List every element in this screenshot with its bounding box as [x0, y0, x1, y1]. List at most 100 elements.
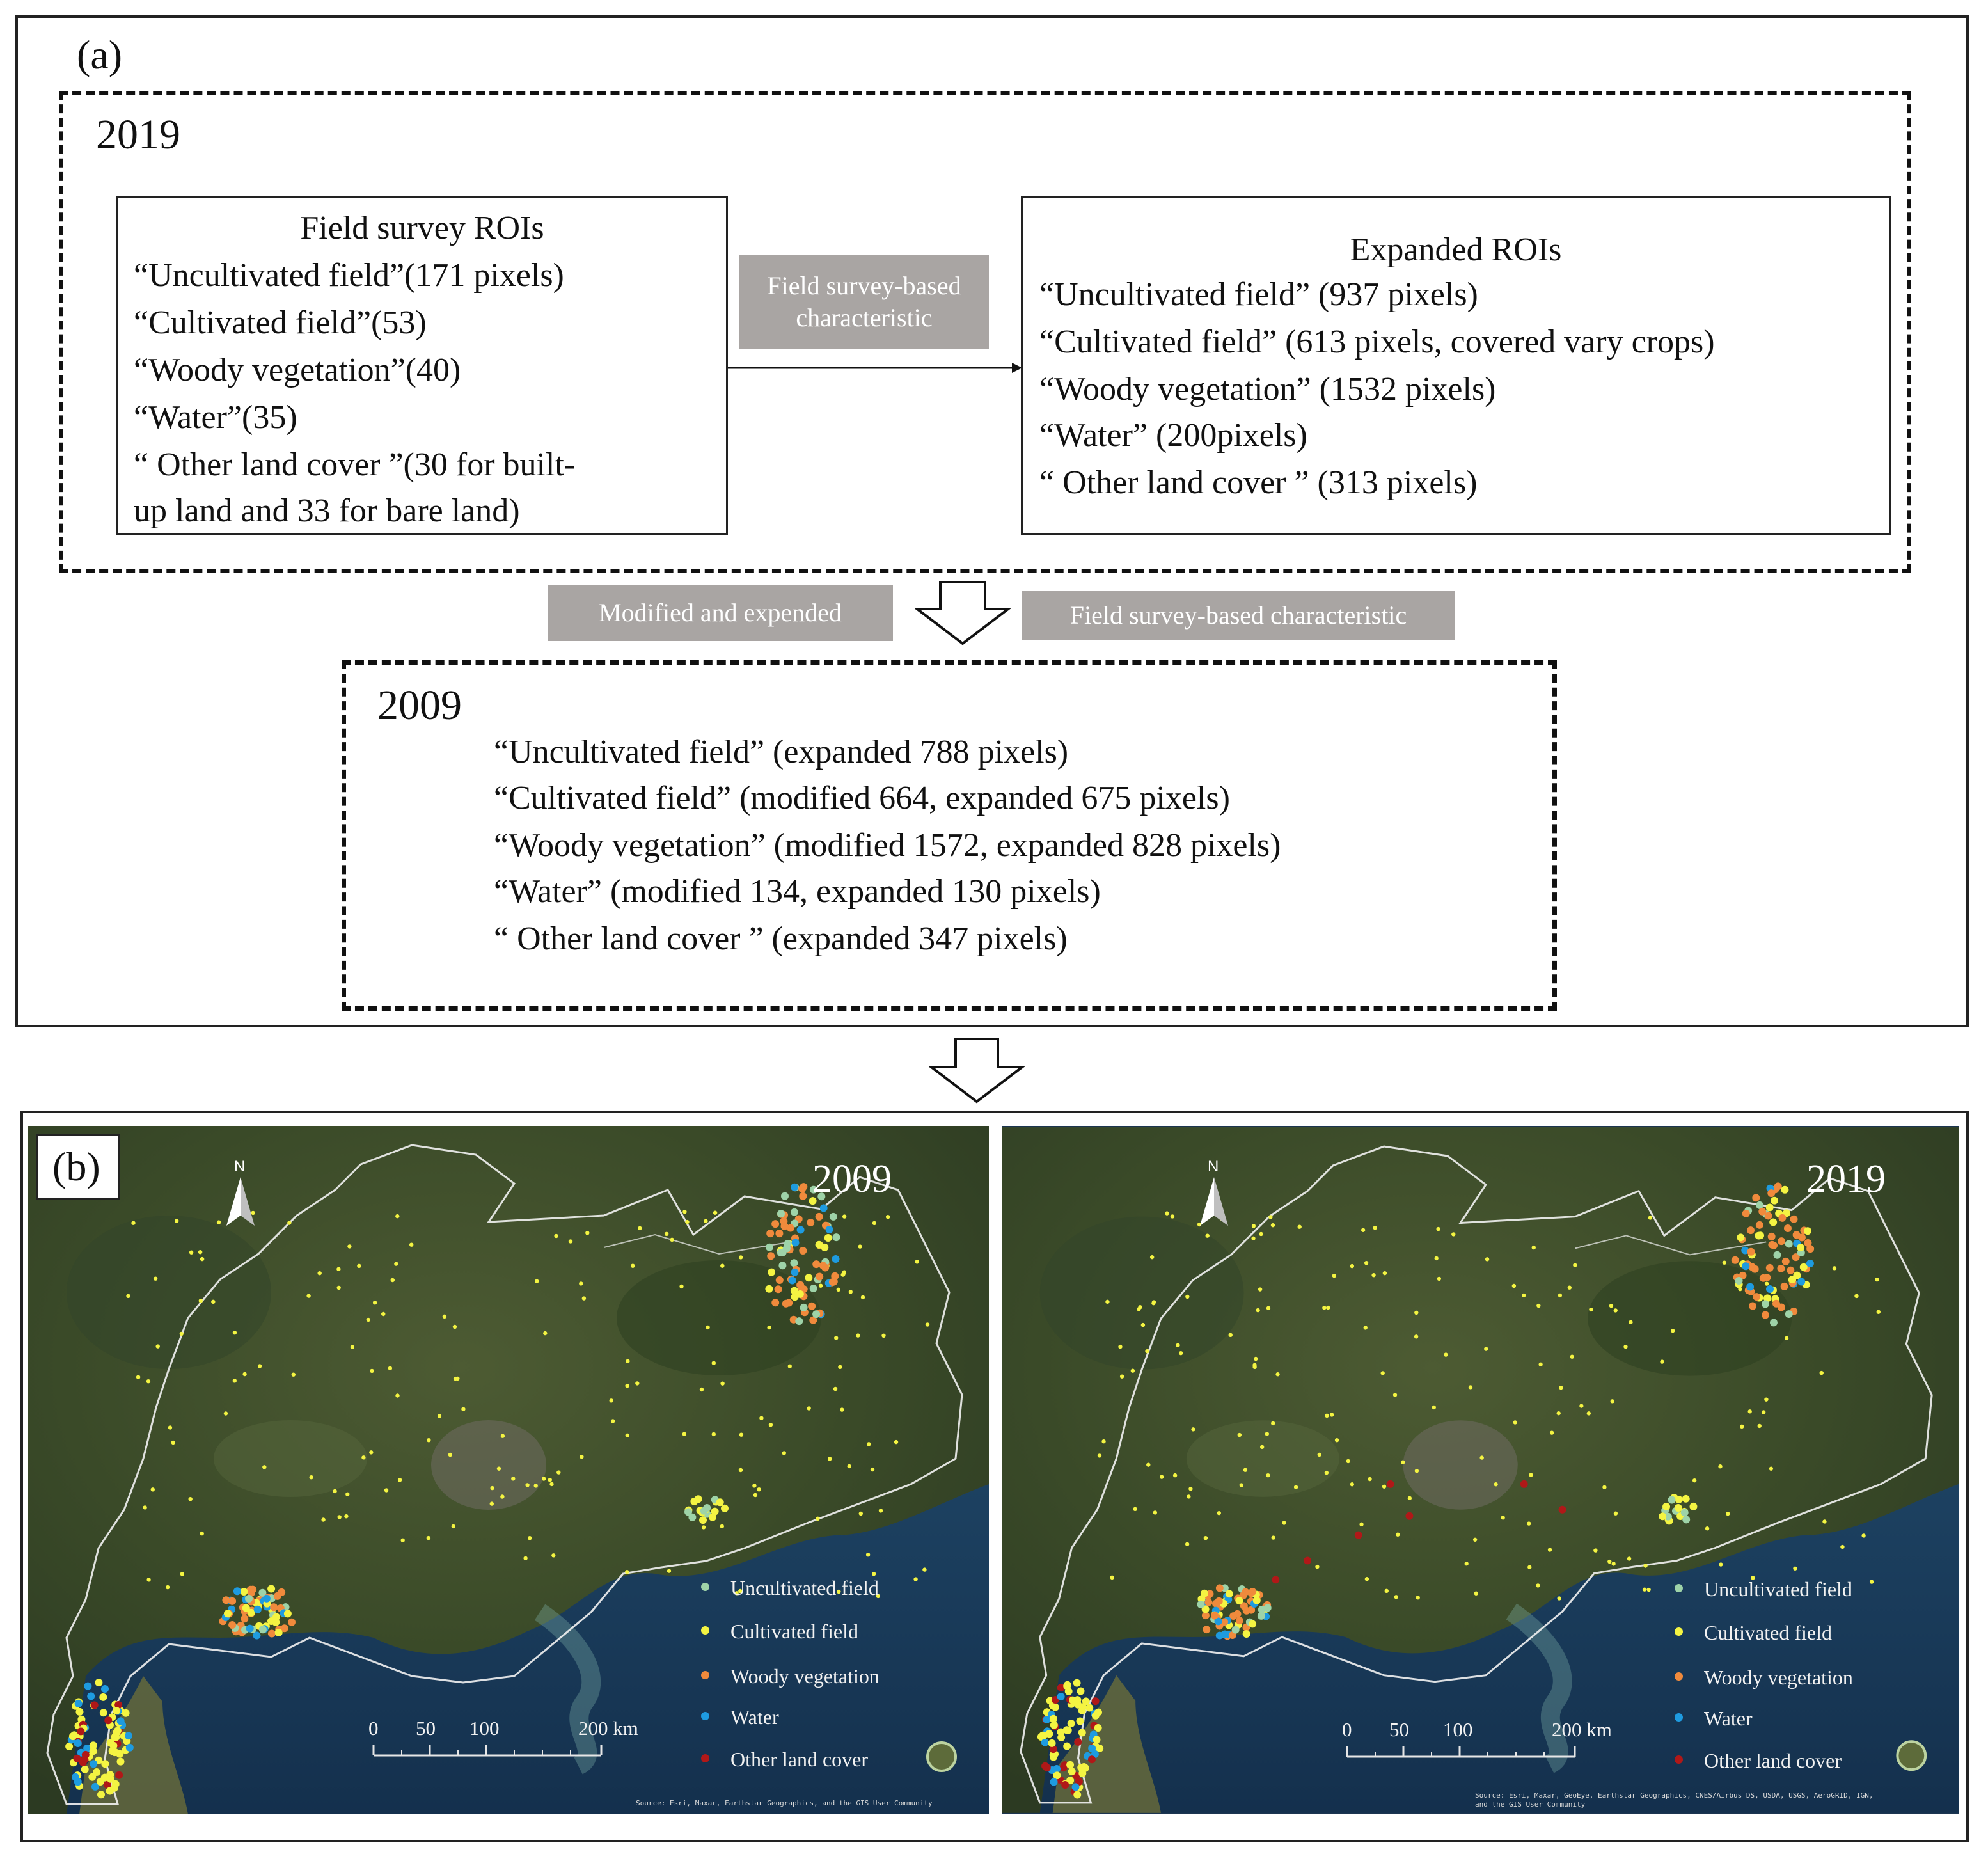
sample-point: [1076, 1717, 1084, 1725]
sample-point: [1239, 1483, 1243, 1487]
field-survey-line-other: “ Other land cover ”(30 for built-: [134, 447, 576, 483]
sample-point: [1130, 1368, 1135, 1373]
sample-point: [1648, 1216, 1653, 1220]
sample-point: [821, 1263, 830, 1272]
panel-b-label: (b): [52, 1144, 100, 1189]
sample-point: [336, 1285, 341, 1290]
sample-point: [1043, 1716, 1051, 1724]
sample-point: [809, 1197, 817, 1205]
sample-point: [790, 1287, 798, 1295]
sample-point: [381, 1311, 386, 1317]
sample-point: [116, 1750, 124, 1758]
sample-point: [283, 1610, 292, 1618]
sample-point: [1066, 1777, 1075, 1785]
sample-point: [1611, 1562, 1616, 1566]
scale-tick-100: 100: [469, 1717, 500, 1739]
sample-point: [800, 1303, 808, 1311]
sample-point: [89, 1741, 97, 1750]
panel-b-label-box: [36, 1134, 120, 1200]
sample-point: [796, 1290, 804, 1298]
sample-point: [1771, 1196, 1779, 1205]
sample-point: [1741, 1246, 1749, 1255]
sample-point: [114, 1701, 123, 1709]
sample-point: [253, 1605, 262, 1613]
sample-point: [241, 1615, 249, 1623]
expanded-line-woody: “Woody vegetation” (1532 pixels): [1039, 371, 1496, 408]
sample-point: [759, 1416, 764, 1420]
sample-point: [1322, 1306, 1327, 1310]
sample-point: [270, 1603, 278, 1612]
sample-point: [247, 1608, 255, 1617]
sample-point: [833, 1386, 838, 1391]
sample-point: [1451, 1232, 1456, 1237]
sample-point: [1185, 1542, 1190, 1546]
sample-point: [1780, 1282, 1788, 1290]
sample-point: [1787, 1266, 1795, 1274]
map-2019-credit-line2: and the GIS User Community: [1475, 1800, 1586, 1809]
sample-point: [796, 1281, 805, 1289]
sample-point: [1051, 1696, 1059, 1704]
sample-point: [1045, 1730, 1053, 1738]
sample-point: [1153, 1510, 1158, 1515]
sample-point: [1217, 1510, 1221, 1516]
sample-point: [667, 1569, 672, 1573]
sample-point: [1063, 1742, 1071, 1750]
sample-point: [262, 1594, 271, 1603]
sample-point: [1444, 1352, 1448, 1357]
sample-point: [828, 1278, 837, 1286]
sample-point: [1737, 1233, 1745, 1242]
sample-point: [664, 1231, 669, 1236]
legend-dot-woody: [701, 1671, 709, 1679]
sample-point: [309, 1475, 313, 1480]
sample-point: [679, 1284, 684, 1289]
sample-point: [1110, 1575, 1114, 1580]
sample-point: [188, 1497, 193, 1501]
sample-point: [1770, 1241, 1778, 1249]
sample-point: [1740, 1424, 1744, 1429]
sample-point: [1077, 1763, 1085, 1771]
sample-point: [791, 1268, 799, 1276]
north-arrow-icon: [1200, 1177, 1228, 1226]
sample-point: [258, 1626, 267, 1634]
sample-point: [752, 1484, 757, 1488]
sample-point: [81, 1765, 89, 1773]
sample-point: [1788, 1276, 1796, 1284]
sample-point: [709, 1513, 716, 1521]
sample-point: [838, 1365, 842, 1369]
sample-point: [832, 1255, 840, 1263]
panel-a-label: (a): [77, 32, 123, 77]
sample-point: [384, 1488, 389, 1493]
map-2009-credit: Source: Esri, Maxar, Earthstar Geographi…: [636, 1799, 933, 1807]
sample-point: [1511, 1283, 1517, 1288]
sample-point: [1769, 1218, 1778, 1226]
sample-point: [1382, 1271, 1387, 1276]
sample-point: [1382, 1484, 1387, 1489]
legend-label-uncultivated: Uncultivated field: [730, 1576, 879, 1599]
sample-point: [1201, 1612, 1210, 1620]
sample-point: [1755, 1221, 1763, 1229]
sample-point: [815, 1240, 823, 1249]
sample-point: [223, 1411, 228, 1416]
panel-b-frame: [20, 1111, 1969, 1842]
sample-point: [390, 1278, 395, 1283]
sample-point: [856, 1333, 860, 1338]
sample-point: [112, 1733, 120, 1741]
sample-point: [847, 1464, 851, 1469]
sample-point: [700, 1507, 708, 1515]
sample-point: [511, 1477, 516, 1481]
sample-point: [1228, 1333, 1233, 1338]
sample-point: [400, 1538, 405, 1542]
sample-point: [836, 1287, 841, 1292]
sample-point: [1781, 1257, 1790, 1265]
sample-point: [1660, 1359, 1664, 1364]
sample-point: [1220, 1618, 1228, 1626]
sample-point: [1206, 1590, 1214, 1598]
sample-point: [200, 1256, 205, 1262]
sample-point: [350, 1345, 355, 1349]
sample-point: [1682, 1516, 1691, 1524]
scale-tick-200: 200 km: [578, 1717, 638, 1739]
sample-point: [720, 1263, 725, 1268]
down-arrow-2019-to-2009: [915, 581, 1011, 645]
sample-point: [1073, 1696, 1082, 1704]
north-arrow-icon: [226, 1177, 255, 1226]
